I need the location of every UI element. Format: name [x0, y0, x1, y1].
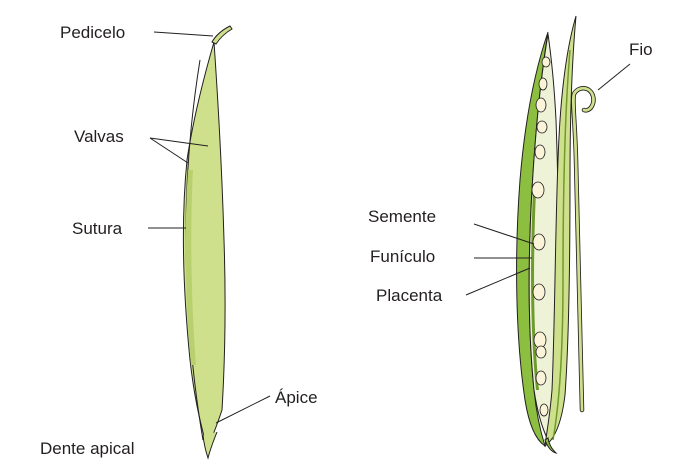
closed-pod-apical-tooth — [203, 432, 217, 458]
label-apice: Ápice — [275, 388, 318, 407]
label-dente-apical: Dente apical — [40, 439, 135, 458]
seed — [533, 284, 545, 300]
seed — [533, 234, 545, 250]
closed-pod-pedicel — [212, 26, 232, 44]
seed — [536, 346, 546, 358]
seed — [535, 145, 545, 159]
label-fio: Fio — [629, 40, 653, 59]
label-pedicelo: Pedicelo — [60, 23, 125, 42]
seed — [534, 332, 546, 348]
label-funiculo: Funículo — [370, 247, 435, 266]
seed — [536, 98, 546, 112]
leader-apice — [216, 396, 270, 423]
open-pod — [517, 16, 594, 453]
seed — [532, 182, 544, 198]
seed — [542, 57, 550, 67]
seed — [537, 121, 547, 133]
leader-fio — [598, 64, 630, 90]
closed-pod — [183, 26, 232, 458]
label-semente: Semente — [368, 207, 436, 226]
label-placenta: Placenta — [376, 286, 443, 305]
seed — [536, 371, 546, 385]
seed — [540, 404, 548, 416]
leader-pedicelo — [154, 32, 213, 36]
label-sutura: Sutura — [72, 219, 123, 238]
seed — [539, 78, 547, 90]
leader-valvas-2 — [150, 138, 188, 163]
label-valvas: Valvas — [74, 127, 124, 146]
